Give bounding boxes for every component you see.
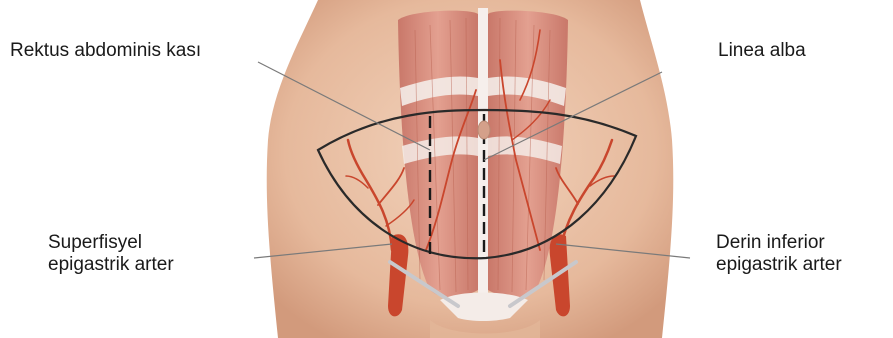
label-linea-alba: Linea alba: [718, 40, 806, 62]
label-superfisyel-epigastrik: Superfisyel epigastrik arter: [48, 232, 174, 276]
label-derin-inferior-epigastrik: Derin inferior epigastrik arter: [716, 232, 842, 276]
umbilicus: [478, 121, 490, 139]
label-superfisyel-line2: epigastrik arter: [48, 254, 174, 276]
label-derin-line2: epigastrik arter: [716, 254, 842, 276]
label-derin-line1: Derin inferior: [716, 232, 842, 254]
label-rektus-abdominis: Rektus abdominis kası: [10, 40, 201, 62]
label-superfisyel-line1: Superfisyel: [48, 232, 174, 254]
label-linea-text: Linea alba: [718, 40, 806, 62]
label-rektus-text: Rektus abdominis kası: [10, 40, 201, 62]
